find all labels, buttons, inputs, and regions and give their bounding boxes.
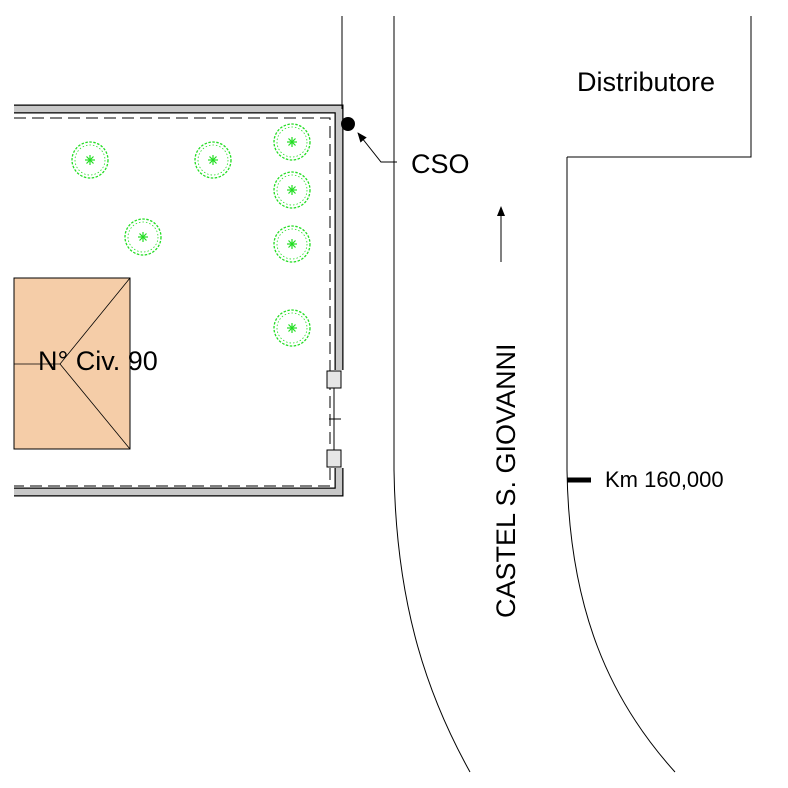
label-house-number: N° Civ. 90	[38, 346, 158, 376]
shrub-icon	[124, 218, 162, 256]
property-wall	[14, 104, 344, 497]
shrub-icon	[273, 309, 311, 347]
cso-marker	[341, 117, 397, 163]
label-km-marker: Km 160,000	[605, 467, 724, 492]
shrub-icon	[273, 123, 311, 161]
gate	[326, 370, 342, 468]
shrub-icon	[273, 171, 311, 209]
label-distributore: Distributore	[577, 67, 715, 97]
shrub-icon	[71, 141, 109, 179]
road-edges	[341, 16, 752, 773]
shrub-icon	[273, 225, 311, 263]
filled-circle-icon	[341, 117, 355, 131]
label-cso: CSO	[411, 149, 470, 179]
label-road-name: CASTEL S. GIOVANNI	[491, 343, 521, 618]
shrub-icon	[194, 141, 232, 179]
building-civ-90	[13, 277, 131, 450]
